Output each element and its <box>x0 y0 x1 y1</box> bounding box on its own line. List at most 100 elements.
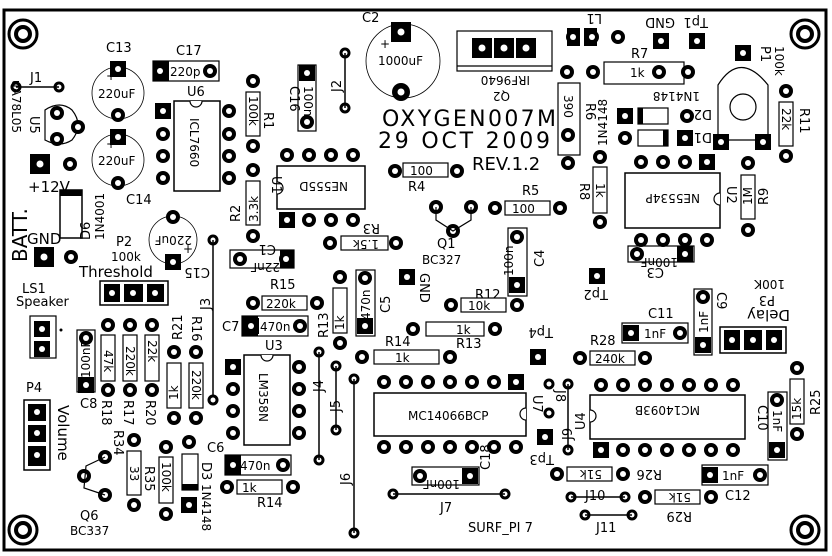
c10-ref: C10 <box>754 405 769 431</box>
r23-value: 1k <box>167 385 181 400</box>
board-title: OXYGEN007M <box>382 107 556 132</box>
r34-ref: R34 <box>110 430 125 456</box>
mounting-hole-icon <box>789 18 821 50</box>
c3-value: 100nF <box>640 255 678 269</box>
c8-ref: C8 <box>80 397 97 412</box>
tp1-label: Tp1 <box>684 14 709 29</box>
j3-label: J3 <box>199 298 214 311</box>
d3-ref: D3 <box>198 462 213 480</box>
r6-value: 390 <box>561 95 575 118</box>
c17-ref: C17 <box>176 44 202 59</box>
j8-label: J8 <box>552 389 567 402</box>
c4-value: 100n <box>502 245 516 276</box>
r17-ref: R15 <box>270 278 296 293</box>
r15-ref: R13 <box>317 312 332 338</box>
u5-ref: U5 <box>26 116 41 134</box>
u4-ref: U4 <box>574 412 589 430</box>
u2-ref: U2 <box>723 186 738 204</box>
c2-value: 1000uF <box>378 54 423 68</box>
r7-ref: R7 <box>631 47 648 62</box>
r4-value: 100 <box>410 164 433 178</box>
p2-value: 100k <box>111 250 141 264</box>
r18-value: 220k <box>189 370 203 400</box>
c6-value: 470n <box>240 459 271 473</box>
u4-part: MC14093B <box>635 403 700 417</box>
j4-label: J4 <box>312 380 327 393</box>
svg-text:+: + <box>106 69 116 83</box>
p2-ref: P2 <box>116 235 132 250</box>
r13-val-1k: 1k <box>456 323 471 337</box>
r8-ref: R8 <box>576 183 591 200</box>
r4-ref: R4 <box>408 180 425 195</box>
r20-value: 220k <box>123 346 137 376</box>
svg-text:+: + <box>183 242 193 256</box>
gnd-mid-label: GND <box>416 273 431 303</box>
u3-ref: U3 <box>265 339 283 354</box>
c1-value: 22nF <box>250 260 280 274</box>
r28-ref: R28 <box>590 334 616 349</box>
u1-part: NE555D <box>299 179 348 193</box>
r16-ref: R14 <box>257 496 283 511</box>
r6-ref: R6 <box>582 103 597 120</box>
r5-ref: R5 <box>522 184 539 199</box>
c16-value: 100n <box>301 86 315 117</box>
r20-ref: R17 <box>120 400 135 426</box>
c15-value: 220uF <box>154 233 192 247</box>
c2-ref: C2 <box>362 11 379 26</box>
c6-ref: C6 <box>207 441 224 456</box>
c5-ref: C5 <box>379 296 394 313</box>
q2-part: IRF9640 <box>481 73 530 87</box>
r23-ref: R21 <box>171 314 186 340</box>
q1-part: BC327 <box>422 253 461 267</box>
q1-ref: Q1 <box>437 237 456 252</box>
mounting-hole-icon <box>7 514 39 546</box>
tp2-label: Tp2 <box>584 286 609 301</box>
r25-value: 15k <box>790 398 804 420</box>
c9-ref: C9 <box>713 292 728 309</box>
c14-ref: C14 <box>126 193 152 208</box>
j9-label: J9 <box>561 428 576 441</box>
c13-ref: C13 <box>106 41 132 56</box>
u6-part: ICL7660 <box>187 118 201 167</box>
c16-ref: C16 <box>286 86 301 112</box>
tp4-label: Tp4 <box>529 324 554 339</box>
q6-ref: Q6 <box>80 509 99 524</box>
d2-ref: D2 <box>694 106 712 121</box>
r12-value: 10k <box>468 299 490 313</box>
r16-value: 1k <box>242 481 257 495</box>
q6-part: BC337 <box>70 524 109 538</box>
l1-label: L1 <box>586 10 602 25</box>
p4-name: Volume <box>54 405 72 461</box>
r9-value: 1M <box>741 187 755 205</box>
c8-value: 100nF <box>79 340 93 378</box>
p2-name: Threshold <box>78 263 153 281</box>
r9-ref: R9 <box>757 188 772 205</box>
d6-part: 1N4001 <box>93 193 107 240</box>
j5-label: J5 <box>329 400 344 413</box>
tp3-label: Tp3 <box>530 451 555 466</box>
r29-value: 51k <box>669 490 691 504</box>
svg-text:+: + <box>380 37 390 51</box>
d1-ref: D1 <box>694 129 712 144</box>
u5-part: uA78L05 <box>9 80 23 133</box>
c10-value: 1nF <box>770 410 784 432</box>
c9-value: 1nF <box>697 311 711 333</box>
d6-ref: D6 <box>79 222 94 240</box>
r3-value: 1.5k <box>353 237 379 251</box>
r2-value: 3.3k <box>247 196 261 222</box>
gnd-top-label: GND <box>645 14 675 29</box>
r7-value: 1k <box>630 66 645 80</box>
r1-ref: R1 <box>260 112 275 129</box>
mounting-hole-icon <box>789 514 821 546</box>
r1-value: 100k <box>246 96 260 126</box>
board-project: SURF_PI 7 <box>468 521 533 536</box>
r18-ref: R16 <box>188 316 203 342</box>
c7-value: 470n <box>260 320 291 334</box>
c4-ref: C4 <box>533 250 548 267</box>
c7-ref: C7 <box>222 320 239 335</box>
p1-ref: P1 <box>757 46 772 62</box>
board-date: 29 OCT 2009 <box>378 129 550 154</box>
r26-value: 51k <box>580 467 602 481</box>
r28-value: 240k <box>595 352 625 366</box>
ls1-name: Speaker <box>16 295 70 310</box>
